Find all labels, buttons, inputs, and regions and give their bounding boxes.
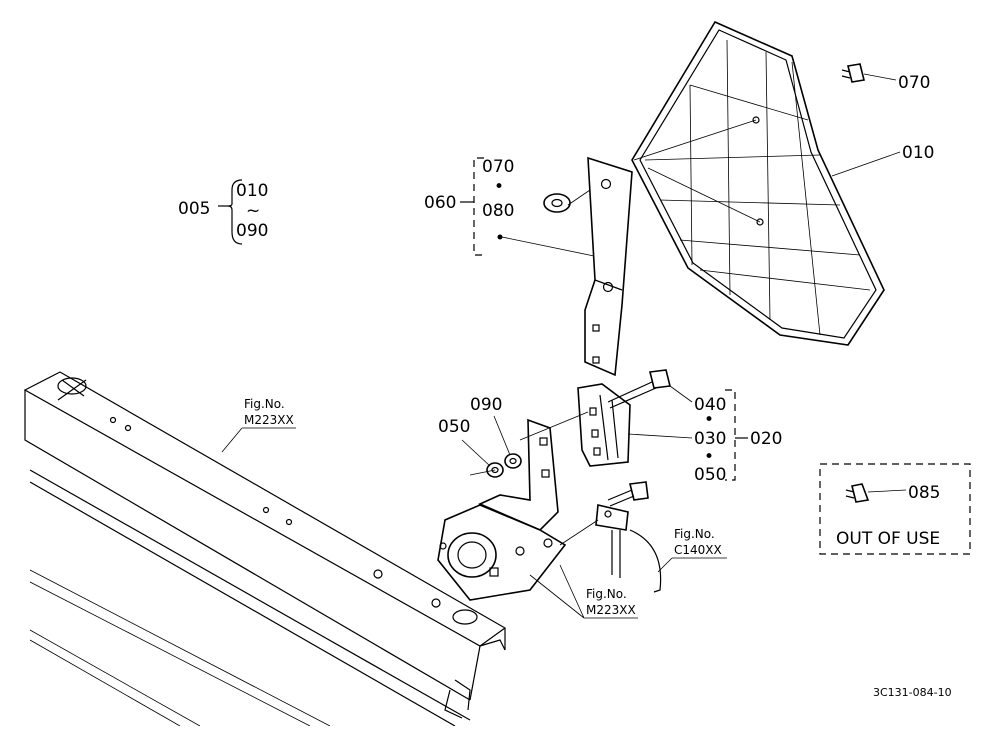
bullet-020-b: •: [704, 447, 714, 467]
chassis-frame: [23, 371, 507, 727]
ref-m223-1: M223XX: [244, 413, 294, 427]
out-of-use-box: 085 OUT OF USE: [819, 463, 971, 555]
callout-060-group: 060 070 • 080: [424, 157, 595, 257]
bolt-070: [841, 63, 865, 83]
label-080-set: 080: [482, 201, 514, 221]
bullet-020-a: •: [704, 410, 714, 430]
label-070-set: 070: [482, 157, 514, 177]
label-005: 005: [178, 199, 210, 219]
bolt-lower: [607, 481, 649, 507]
washer-090: [504, 453, 522, 469]
label-090-range: 090: [236, 221, 268, 241]
bullet-060-a: •: [494, 177, 504, 197]
bracket-060: [584, 156, 633, 377]
out-of-use-text: OUT OF USE: [836, 529, 940, 549]
label-090: 090: [470, 395, 502, 415]
label-010: 010: [902, 143, 934, 163]
label-tilde: ~: [246, 201, 260, 221]
label-050-set: 050: [694, 465, 726, 485]
ref-fig-label-3: Fig.No.: [586, 587, 627, 601]
mesh-guard: [631, 20, 885, 346]
pin-plate: [595, 504, 662, 593]
callout-020-group: 040 • 030 020 • 050: [627, 385, 782, 485]
callout-005-group: 005 010 ~ 090: [178, 179, 268, 245]
label-020: 020: [750, 429, 782, 449]
lower-bracket: [437, 418, 567, 601]
label-060: 060: [424, 193, 456, 213]
ref-c140: C140XX: [674, 543, 722, 557]
ref-m223-top: Fig.No. M223XX: [221, 397, 296, 453]
ref-c140: Fig.No. C140XX: [657, 527, 727, 573]
hinge-030: [577, 383, 631, 467]
ref-m223-2: M223XX: [586, 603, 636, 617]
label-040: 040: [694, 395, 726, 415]
label-085: 085: [908, 483, 940, 503]
ref-fig-label-1: Fig.No.: [244, 397, 285, 411]
label-030: 030: [694, 429, 726, 449]
ref-fig-label-2: Fig.No.: [674, 527, 715, 541]
label-010-range: 010: [236, 181, 268, 201]
drawing-code: 3C131-084-10: [873, 686, 952, 699]
label-050: 050: [438, 417, 470, 437]
washer-080: [543, 193, 571, 213]
ref-m223-bottom: Fig.No. M223XX: [529, 564, 638, 619]
label-070: 070: [898, 73, 930, 93]
